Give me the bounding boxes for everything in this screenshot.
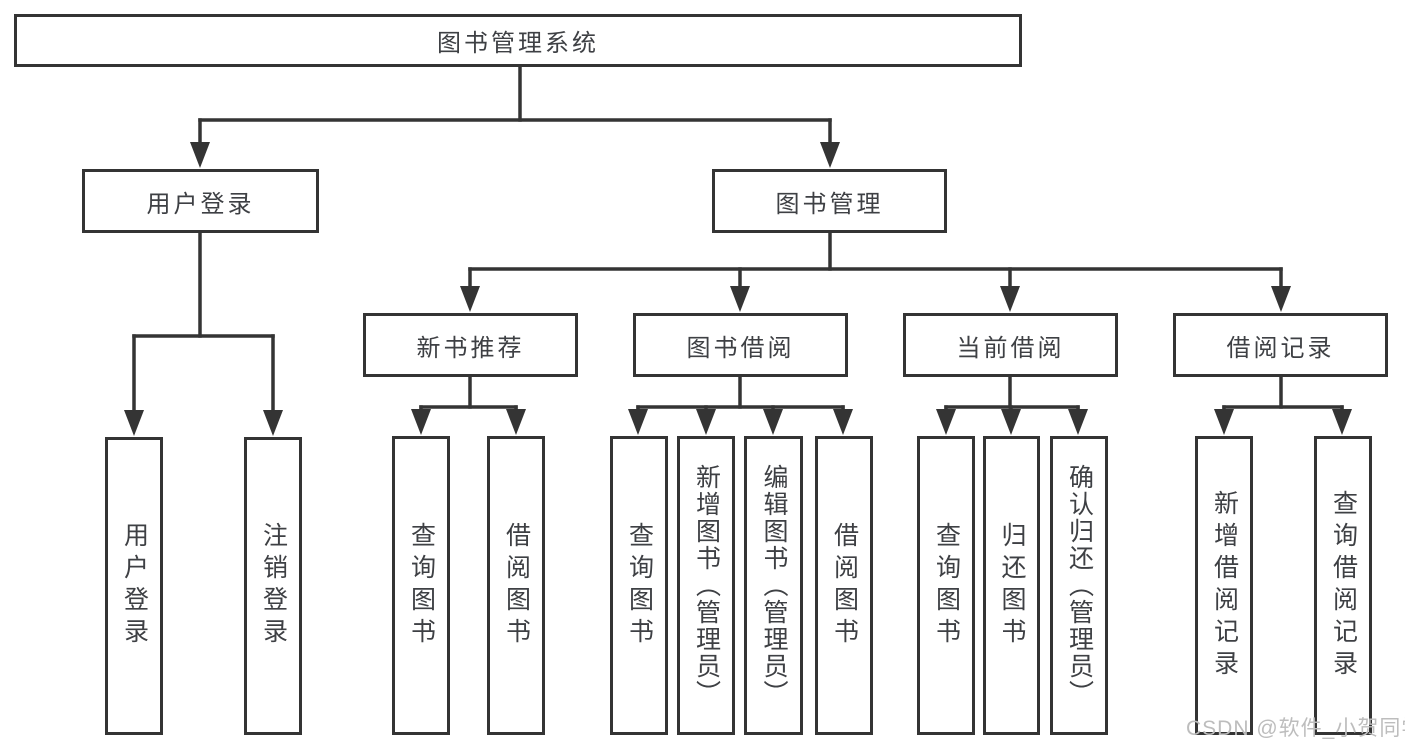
leaf-edit-book-admin-label: 编辑图书（管理员） xyxy=(760,464,788,707)
watermark: CSDN @软件_小贺同学 xyxy=(1186,717,1405,740)
leaf-borrowing-borrow-books-label: 借阅图书 xyxy=(830,521,859,650)
leaf-return-books-label: 归还图书 xyxy=(998,521,1026,650)
leaf-user-login: 用户登录 xyxy=(105,437,163,735)
root-connector xyxy=(190,65,840,168)
node-new-book-recommendation: 新书推荐 xyxy=(363,313,578,377)
leaf-recommend-query-books: 查询图书 xyxy=(392,436,450,735)
leaf-confirm-return-admin-label: 确认归还（管理员） xyxy=(1065,464,1094,707)
leaf-user-login-label: 用户登录 xyxy=(120,522,149,650)
node-book-management: 图书管理 xyxy=(712,169,947,233)
node-borrowing-records: 借阅记录 xyxy=(1173,313,1388,377)
node-user-login-label: 用户登录 xyxy=(146,190,255,218)
recommend-connector xyxy=(411,374,526,435)
borrowing-connector xyxy=(628,374,853,435)
leaf-borrowing-query-books-label: 查询图书 xyxy=(625,521,654,650)
leaf-logout-label: 注销登录 xyxy=(259,522,288,650)
leaf-confirm-return-admin: 确认归还（管理员） xyxy=(1050,436,1108,735)
node-borrowing-records-label: 借阅记录 xyxy=(1226,334,1335,362)
leaf-borrowing-borrow-books: 借阅图书 xyxy=(815,436,873,735)
node-current-borrowing: 当前借阅 xyxy=(903,313,1118,377)
node-library-system-label: 图书管理系统 xyxy=(437,30,599,57)
user-login-connector xyxy=(124,231,283,436)
leaf-logout: 注销登录 xyxy=(244,437,302,735)
leaf-recommend-borrow-books-label: 借阅图书 xyxy=(502,521,531,650)
node-user-login: 用户登录 xyxy=(82,169,319,233)
leaf-current-query-books: 查询图书 xyxy=(917,436,975,735)
records-connector xyxy=(1214,374,1352,435)
leaf-query-borrow-record: 查询借阅记录 xyxy=(1314,436,1372,735)
node-current-borrowing-label: 当前借阅 xyxy=(956,334,1065,362)
leaf-query-borrow-record-label: 查询借阅记录 xyxy=(1329,489,1358,682)
leaf-add-book-admin-label: 新增图书（管理员） xyxy=(692,464,721,707)
leaf-add-borrow-record-label: 新增借阅记录 xyxy=(1210,489,1239,682)
leaf-recommend-borrow-books: 借阅图书 xyxy=(487,436,545,735)
current-connector xyxy=(936,374,1088,435)
node-book-borrowing-label: 图书借阅 xyxy=(686,334,795,362)
book-management-connector xyxy=(460,231,1291,312)
leaf-borrowing-query-books: 查询图书 xyxy=(610,436,668,735)
leaf-current-query-books-label: 查询图书 xyxy=(932,521,961,650)
node-book-management-label: 图书管理 xyxy=(775,190,884,218)
leaf-add-borrow-record: 新增借阅记录 xyxy=(1195,436,1253,735)
node-new-book-recommendation-label: 新书推荐 xyxy=(416,334,525,362)
leaf-edit-book-admin: 编辑图书（管理员） xyxy=(744,436,803,735)
node-book-borrowing: 图书借阅 xyxy=(633,313,848,377)
node-library-system: 图书管理系统 xyxy=(14,14,1022,67)
leaf-return-books: 归还图书 xyxy=(983,436,1040,735)
leaf-recommend-query-books-label: 查询图书 xyxy=(407,521,436,650)
leaf-add-book-admin: 新增图书（管理员） xyxy=(677,436,735,735)
